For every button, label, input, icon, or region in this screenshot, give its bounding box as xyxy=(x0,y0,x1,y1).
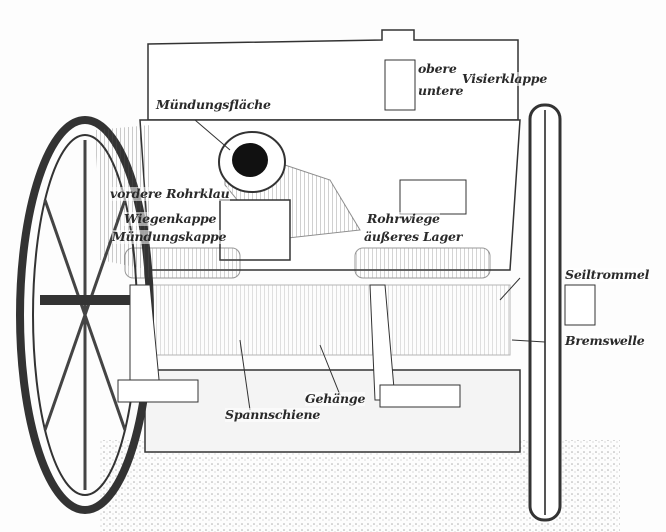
label-muendungskappe: Mündungskappe xyxy=(112,229,227,244)
label-bremswelle: Bremswelle xyxy=(565,333,645,348)
label-aeusseres-lager: äußeres Lager xyxy=(364,229,463,244)
left-seat xyxy=(124,247,241,279)
lower-apron xyxy=(144,369,521,453)
label-untere: untere xyxy=(418,83,464,98)
label-wiegenkappe: Wiegenkappe xyxy=(124,211,217,226)
label-obere: obere xyxy=(418,61,457,76)
hub-cap xyxy=(564,284,596,326)
right-seat xyxy=(354,247,491,279)
right-footrest xyxy=(379,384,461,408)
carriage-mechanism xyxy=(149,284,511,356)
label-spannschiene: Spannschiene xyxy=(225,407,321,422)
label-seiltrommel: Seiltrommel xyxy=(565,267,650,282)
left-footrest xyxy=(117,379,199,403)
label-visierklappe: Visierklappe xyxy=(462,71,548,86)
visor-flap xyxy=(384,59,416,111)
label-vordere-rohrklaue: vordere Rohrklau xyxy=(110,186,230,201)
bore xyxy=(232,143,268,177)
label-muendungsflaeche: Mündungsfläche xyxy=(156,97,271,112)
label-rohrwiege: Rohrwiege xyxy=(367,211,440,226)
sight-plate xyxy=(399,179,467,215)
leader-lines xyxy=(194,119,546,411)
label-gehaenge: Gehänge xyxy=(305,391,366,406)
